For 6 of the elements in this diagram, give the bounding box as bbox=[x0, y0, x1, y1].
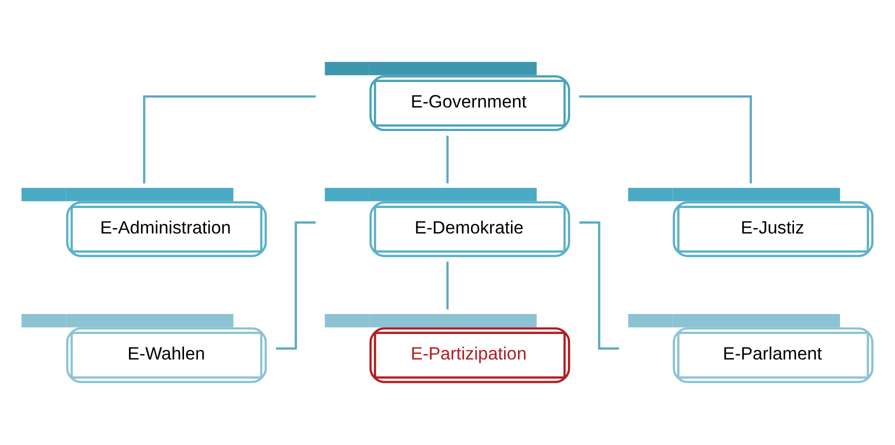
connector bbox=[276, 221, 316, 350]
connector bbox=[579, 221, 619, 350]
connector bbox=[446, 262, 449, 310]
connector bbox=[579, 95, 752, 184]
connector bbox=[446, 136, 449, 184]
connector bbox=[143, 95, 316, 184]
